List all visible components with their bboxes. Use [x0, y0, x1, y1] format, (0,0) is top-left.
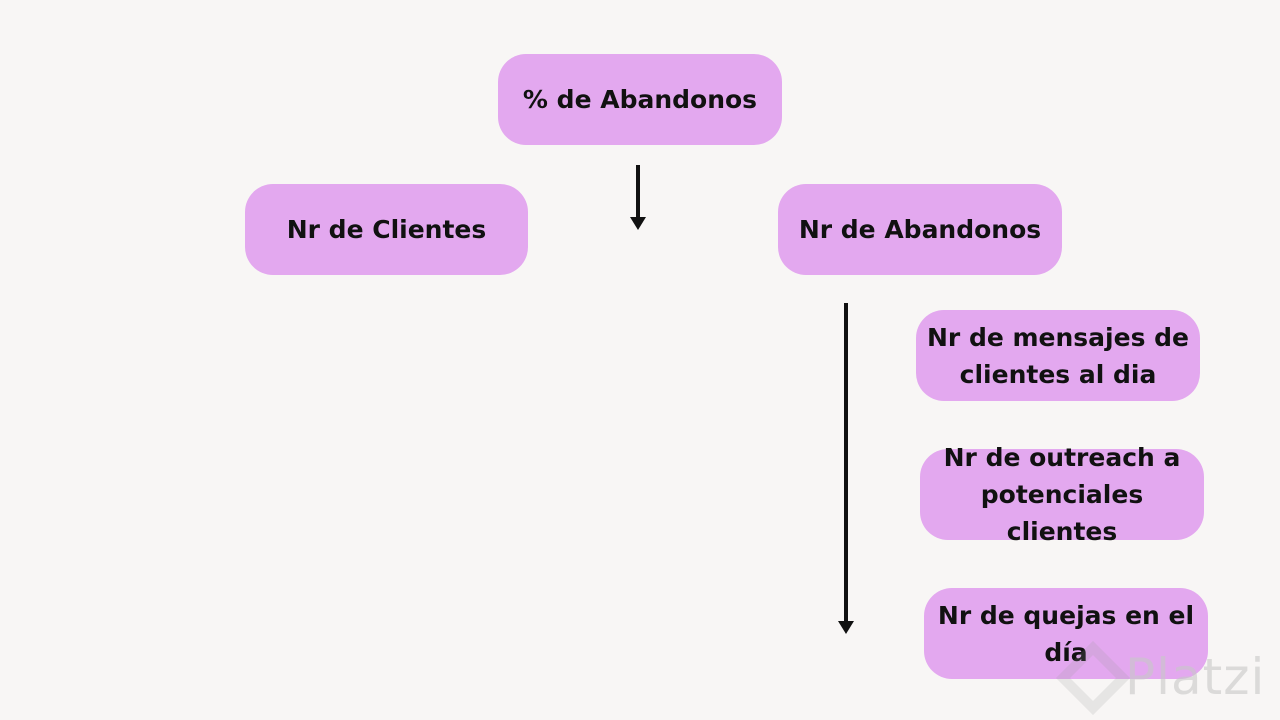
node-nr-mensajes: Nr de mensajes de clientes al dia [916, 310, 1200, 401]
arrow-abandonos-down [838, 303, 854, 634]
node-nr-abandonos: Nr de Abandonos [778, 184, 1062, 275]
node-nr-outreach-label: Nr de outreach a potenciales clientes [943, 443, 1181, 546]
platzi-logo-icon [1055, 640, 1131, 716]
node-nr-mensajes-label: Nr de mensajes de clientes al dia [926, 322, 1190, 389]
node-percent-abandonos: % de Abandonos [498, 54, 782, 145]
node-nr-quejas-label: Nr de quejas en el día [937, 600, 1195, 667]
node-nr-abandonos-label: Nr de Abandonos [798, 215, 1042, 244]
node-nr-clientes-label: Nr de Clientes [286, 215, 487, 244]
platzi-watermark: Platzi [1125, 648, 1266, 706]
node-nr-quejas: Nr de quejas en el día [924, 588, 1208, 679]
node-nr-outreach: Nr de outreach a potenciales clientes [920, 443, 1204, 546]
node-nr-clientes: Nr de Clientes [245, 184, 528, 275]
node-percent-abandonos-label: % de Abandonos [522, 85, 758, 114]
arrow-root-down [630, 165, 646, 230]
